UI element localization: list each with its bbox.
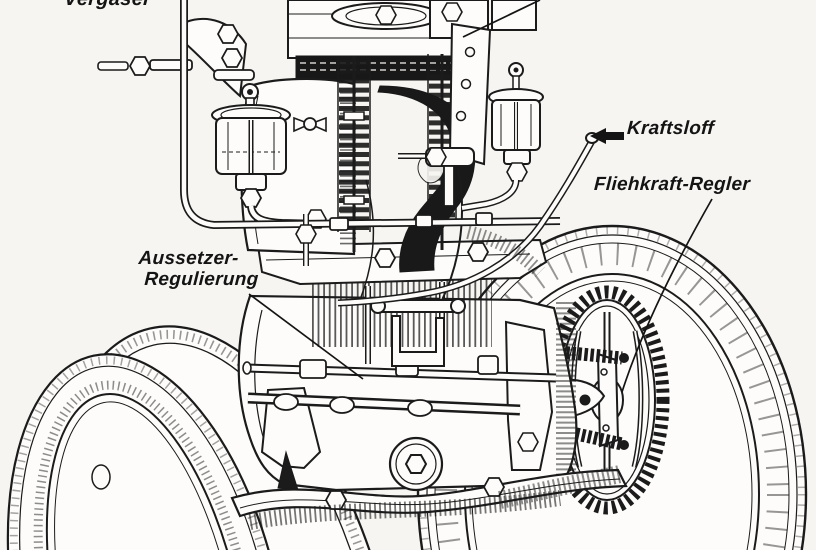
- right-bracket: [504, 320, 554, 471]
- valve-spring-left: [337, 56, 371, 252]
- belt-pulley-front: [6, 353, 290, 550]
- sight-feed-oiler-right: [461, 62, 544, 212]
- inspection-plug: [388, 436, 444, 492]
- crankcase: [230, 226, 628, 530]
- label-aussetzer-regulierung: Aussetzer- Regulierung: [137, 248, 260, 290]
- base-flange: [230, 468, 628, 530]
- control-rod: [242, 355, 557, 383]
- leader-top: [462, 0, 541, 38]
- engraving-shading: [466, 225, 622, 509]
- label-vergaser: Vergaser: [63, 0, 151, 10]
- camshaft: [247, 392, 521, 417]
- pipe-loop: [180, 0, 561, 266]
- valve-plate: [448, 22, 492, 166]
- fuel-pipe: [337, 132, 599, 307]
- wing-nut: [293, 116, 327, 133]
- label-aussetzer-line2: Regulierung: [143, 269, 260, 290]
- leader-lines: [248, 0, 713, 393]
- label-kraftstoff: Kraftsloff: [626, 118, 715, 139]
- kraftstoff-arrow-icon: [590, 128, 624, 144]
- leader-fliehkraft-regler: [621, 198, 713, 393]
- carburetor-bracket: [97, 18, 255, 99]
- tee-fitting: [398, 147, 475, 207]
- label-fliehkraft-regler: Fliehkraft-Regler: [593, 174, 751, 195]
- label-aussetzer-line1: Aussetzer-: [138, 248, 240, 269]
- leader-aussetzer-regulierung: [248, 293, 364, 380]
